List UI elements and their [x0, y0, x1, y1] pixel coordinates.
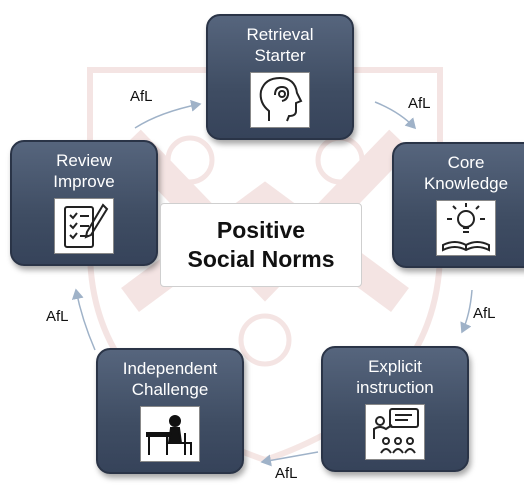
center-title-line2: Social Norms	[187, 246, 335, 272]
afl-label: AfL	[473, 305, 496, 322]
step-independent-challenge: Independent Challenge	[96, 348, 244, 474]
step-label: Core Knowledge	[423, 153, 509, 193]
checklist-pencil-icon	[54, 198, 114, 254]
step-label: Retrieval Starter	[246, 25, 314, 65]
afl-label: AfL	[130, 88, 153, 105]
head-brain-icon	[250, 72, 310, 128]
arrow-independent-to-review	[71, 288, 96, 351]
step-label: Independent Challenge	[122, 359, 218, 399]
center-title-line1: Positive	[216, 217, 306, 243]
step-review-improve: Review Improve	[10, 140, 158, 266]
arrow-core-to-explicit	[460, 289, 473, 334]
step-label: Review Improve	[53, 151, 115, 191]
student-desk-icon	[140, 406, 200, 462]
afl-label: AfL	[46, 308, 69, 325]
afl-label: AfL	[275, 465, 298, 482]
afl-label: AfL	[408, 95, 431, 112]
lightbulb-book-icon	[436, 200, 496, 256]
arrow-explicit-to-independent	[260, 451, 319, 467]
step-label: Explicit instruction	[356, 357, 434, 397]
step-retrieval-starter: Retrieval Starter	[206, 14, 354, 140]
step-explicit-instruction: Explicit instruction	[321, 346, 469, 472]
arrow-review-to-retrieval	[134, 99, 202, 129]
step-core-knowledge: Core Knowledge	[392, 142, 524, 268]
arrow-retrieval-to-core	[374, 101, 417, 130]
center-title-box: Positive Social Norms	[160, 203, 362, 287]
teacher-presentation-icon	[365, 404, 425, 460]
